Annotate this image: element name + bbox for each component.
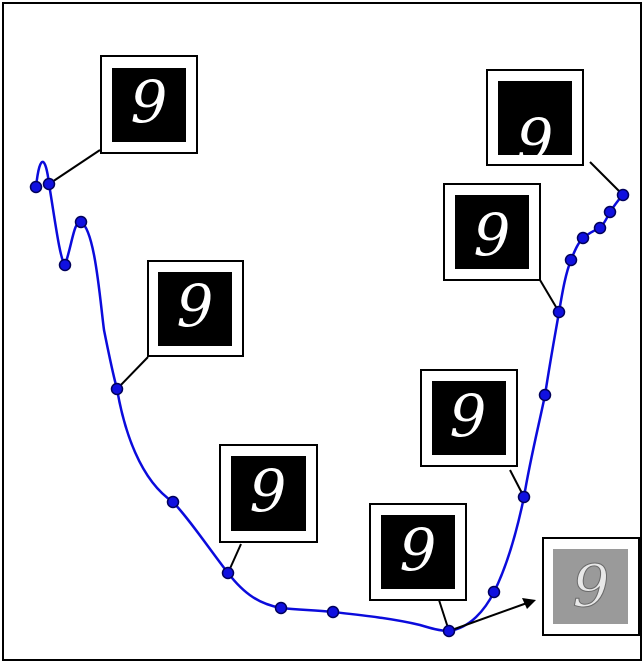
path-node <box>603 205 617 219</box>
path-node <box>326 605 340 619</box>
path-nodes <box>29 177 630 638</box>
path-node <box>616 188 630 202</box>
thumb-7-digit: 9 <box>517 106 554 174</box>
connector-2 <box>116 356 149 390</box>
thumb-5: 9 <box>420 369 518 467</box>
target-thumb: 9 <box>542 537 640 636</box>
thumb-2-digit: 9 <box>177 272 214 340</box>
connector-7 <box>589 161 624 196</box>
thumb-2: 9 <box>147 260 244 357</box>
thumb-6: 9 <box>443 183 541 281</box>
path-node <box>538 388 552 402</box>
thumb-5-digit: 9 <box>450 382 487 450</box>
thumb-1-digit: 9 <box>131 68 168 136</box>
path-node <box>221 566 235 580</box>
path-node <box>442 624 456 638</box>
thumb-6-digit: 9 <box>474 201 511 269</box>
path-node <box>576 231 590 245</box>
path-node <box>42 177 56 191</box>
arrowhead-icon <box>522 598 536 609</box>
path-node <box>166 495 180 509</box>
path-node <box>74 215 88 229</box>
path-node <box>58 258 72 272</box>
connector-1 <box>48 149 101 185</box>
path-node <box>274 601 288 615</box>
thumb-7: 9 <box>486 69 584 174</box>
thumb-3-digit: 9 <box>250 457 287 525</box>
path-node <box>110 382 124 396</box>
trajectory-path <box>34 160 624 633</box>
thumb-4: 9 <box>369 503 467 601</box>
thumb-1: 9 <box>100 55 198 154</box>
path-node <box>593 221 607 235</box>
path-node <box>29 180 43 194</box>
thumb-3: 9 <box>219 444 318 543</box>
path-node <box>487 585 501 599</box>
path-node <box>564 253 578 267</box>
thumb-4-digit: 9 <box>400 516 437 584</box>
target-arrow <box>448 602 528 632</box>
path-node <box>552 305 566 319</box>
path-node <box>517 490 531 504</box>
target-thumb-digit: 9 <box>573 552 610 620</box>
